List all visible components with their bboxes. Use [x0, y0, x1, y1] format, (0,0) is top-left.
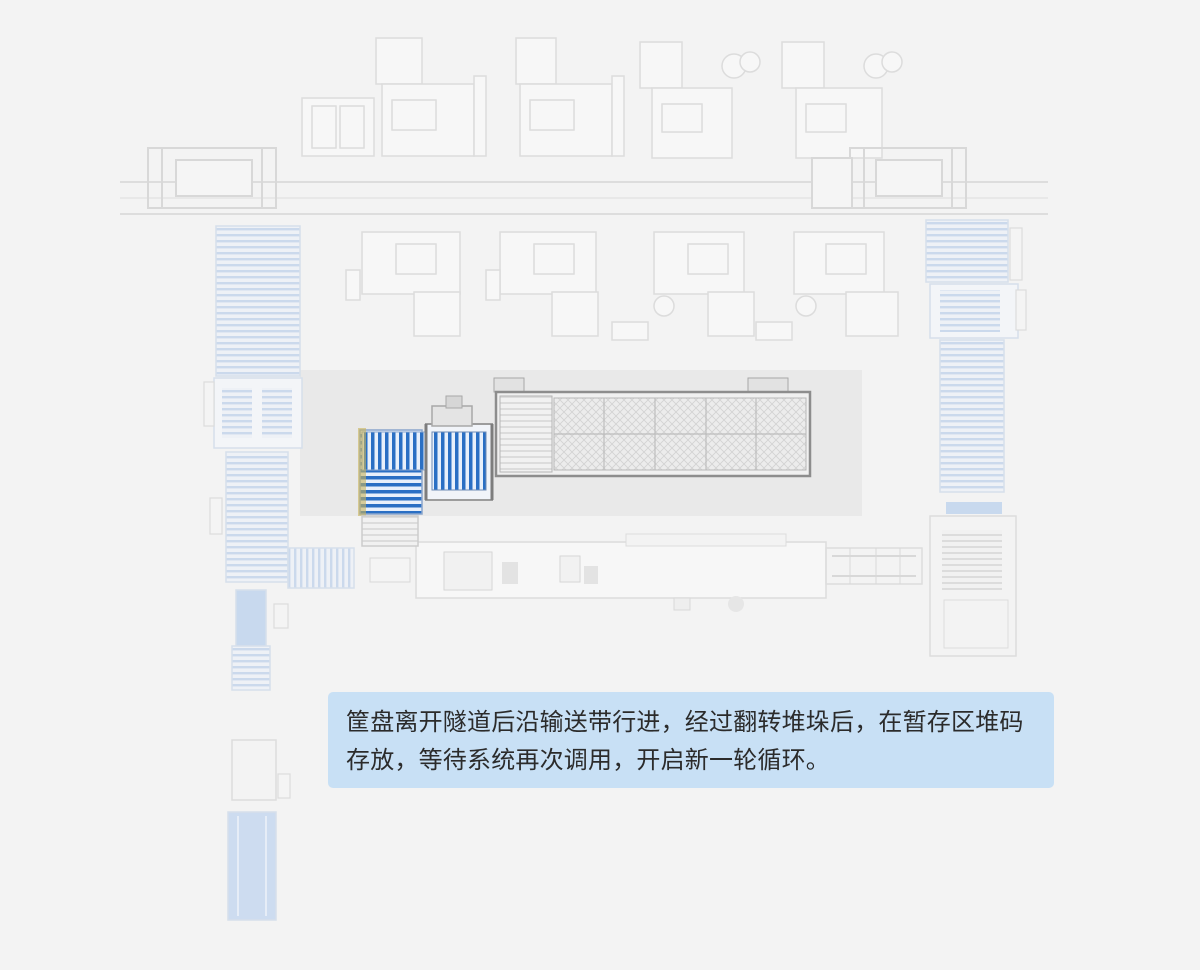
- highlighted-buffer-storage: [493, 377, 812, 478]
- caption-box: 筐盘离开隧道后沿输送带行进，经过翻转堆垛后，在暂存区堆码存放，等待系统再次调用，…: [328, 692, 1054, 788]
- washer-machine-row-middle: [345, 231, 899, 341]
- wash-tunnel: [415, 533, 923, 612]
- highlighted-blue-conveyor: [358, 428, 429, 583]
- washer-machine-row-top: [301, 37, 903, 159]
- left-conveyor: [213, 225, 355, 921]
- caption-text: 筐盘离开隧道后沿输送带行进，经过翻转堆垛后，在暂存区堆码存放，等待系统再次调用，…: [346, 708, 1024, 774]
- right-conveyor: [925, 219, 1019, 657]
- highlighted-flip-stacker: [424, 395, 494, 501]
- control-cabinets: [203, 227, 1027, 799]
- gantry-frames: [147, 147, 967, 209]
